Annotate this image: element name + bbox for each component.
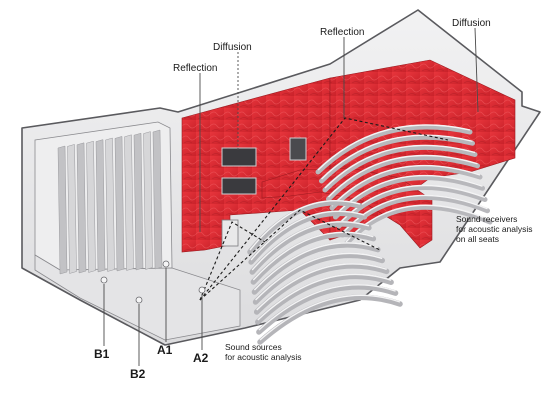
sources-caption-line-2: for acoustic analysis: [225, 352, 302, 362]
curtain-panel: [67, 144, 77, 274]
seat-row-highlight: [259, 294, 401, 341]
seat-row: [255, 273, 394, 325]
upper-seating-rows: [315, 124, 493, 247]
label-reflection-left: Reflection: [173, 63, 217, 74]
sound-source-marker: [162, 260, 170, 268]
seat-row-highlight: [317, 124, 471, 171]
seat-row-highlight: [328, 154, 478, 198]
source-label-b2: B2: [130, 367, 146, 381]
sound-source-markers: [100, 260, 206, 304]
seat-row-highlight: [345, 204, 491, 243]
curtain-panel: [105, 137, 115, 272]
lower-seating-rows: [247, 200, 403, 345]
receivers-caption-line-2: for acoustic analysis: [456, 224, 533, 234]
seat-row: [256, 284, 399, 335]
label-leaders: [103, 27, 479, 366]
seat-row: [343, 204, 493, 247]
seat-row: [326, 155, 480, 202]
seat-row-highlight: [252, 231, 374, 281]
curtain-panel: [114, 136, 125, 272]
source-label-b1: B1: [94, 347, 110, 361]
seat-row-highlight: [258, 284, 396, 331]
curtain-panel: [124, 134, 134, 271]
control-booths: [221, 137, 307, 247]
seat-row: [249, 221, 372, 275]
seat-row-highlight: [253, 242, 378, 291]
seat-row: [252, 252, 385, 305]
seat-row-highlight: [331, 164, 481, 207]
label-reflection-right: Reflection: [320, 27, 364, 38]
stage-curtains: [57, 129, 163, 275]
curtain-panel: [143, 131, 153, 270]
sound-source-marker: [100, 276, 108, 284]
seat-row: [322, 144, 478, 193]
sound-source-marker: [135, 296, 143, 304]
seat-row-highlight: [249, 200, 361, 251]
curtain-panel: [86, 140, 96, 273]
seat-row: [315, 124, 473, 175]
seat-row-highlight: [341, 194, 488, 234]
receivers-caption-line-3: on all seats: [456, 234, 499, 244]
seat-row: [319, 134, 475, 184]
seat-row: [329, 165, 483, 211]
sound-ray-paths: [199, 117, 449, 301]
source-label-a1: A1: [157, 343, 173, 357]
sources-caption-line-1: Sound sources: [225, 342, 282, 352]
receivers-caption-line-1: Sound receivers: [456, 214, 517, 224]
seat-row-highlight: [321, 134, 473, 180]
seat-row-highlight: [324, 144, 476, 189]
source-label-a2: A2: [193, 351, 209, 365]
seat-row: [253, 263, 390, 315]
seat-row-highlight: [255, 252, 383, 301]
seat-row: [250, 231, 377, 285]
sound-source-marker: [198, 286, 206, 294]
label-diffusion-left: Diffusion: [213, 42, 252, 53]
seat-row-highlight: [250, 210, 365, 261]
curtain-panel: [57, 145, 68, 275]
curtain-panel: [76, 142, 87, 274]
seat-row-highlight: [256, 263, 387, 311]
curtain-panel: [95, 139, 106, 273]
curtain-panel: [152, 129, 163, 270]
seat-row-highlight: [251, 221, 370, 271]
seat-row: [257, 294, 403, 345]
seat-row-highlight: [257, 273, 392, 321]
seat-row: [248, 210, 368, 265]
label-diffusion-right: Diffusion: [452, 18, 491, 29]
seat-row: [251, 242, 381, 295]
curtain-panel: [133, 132, 144, 271]
